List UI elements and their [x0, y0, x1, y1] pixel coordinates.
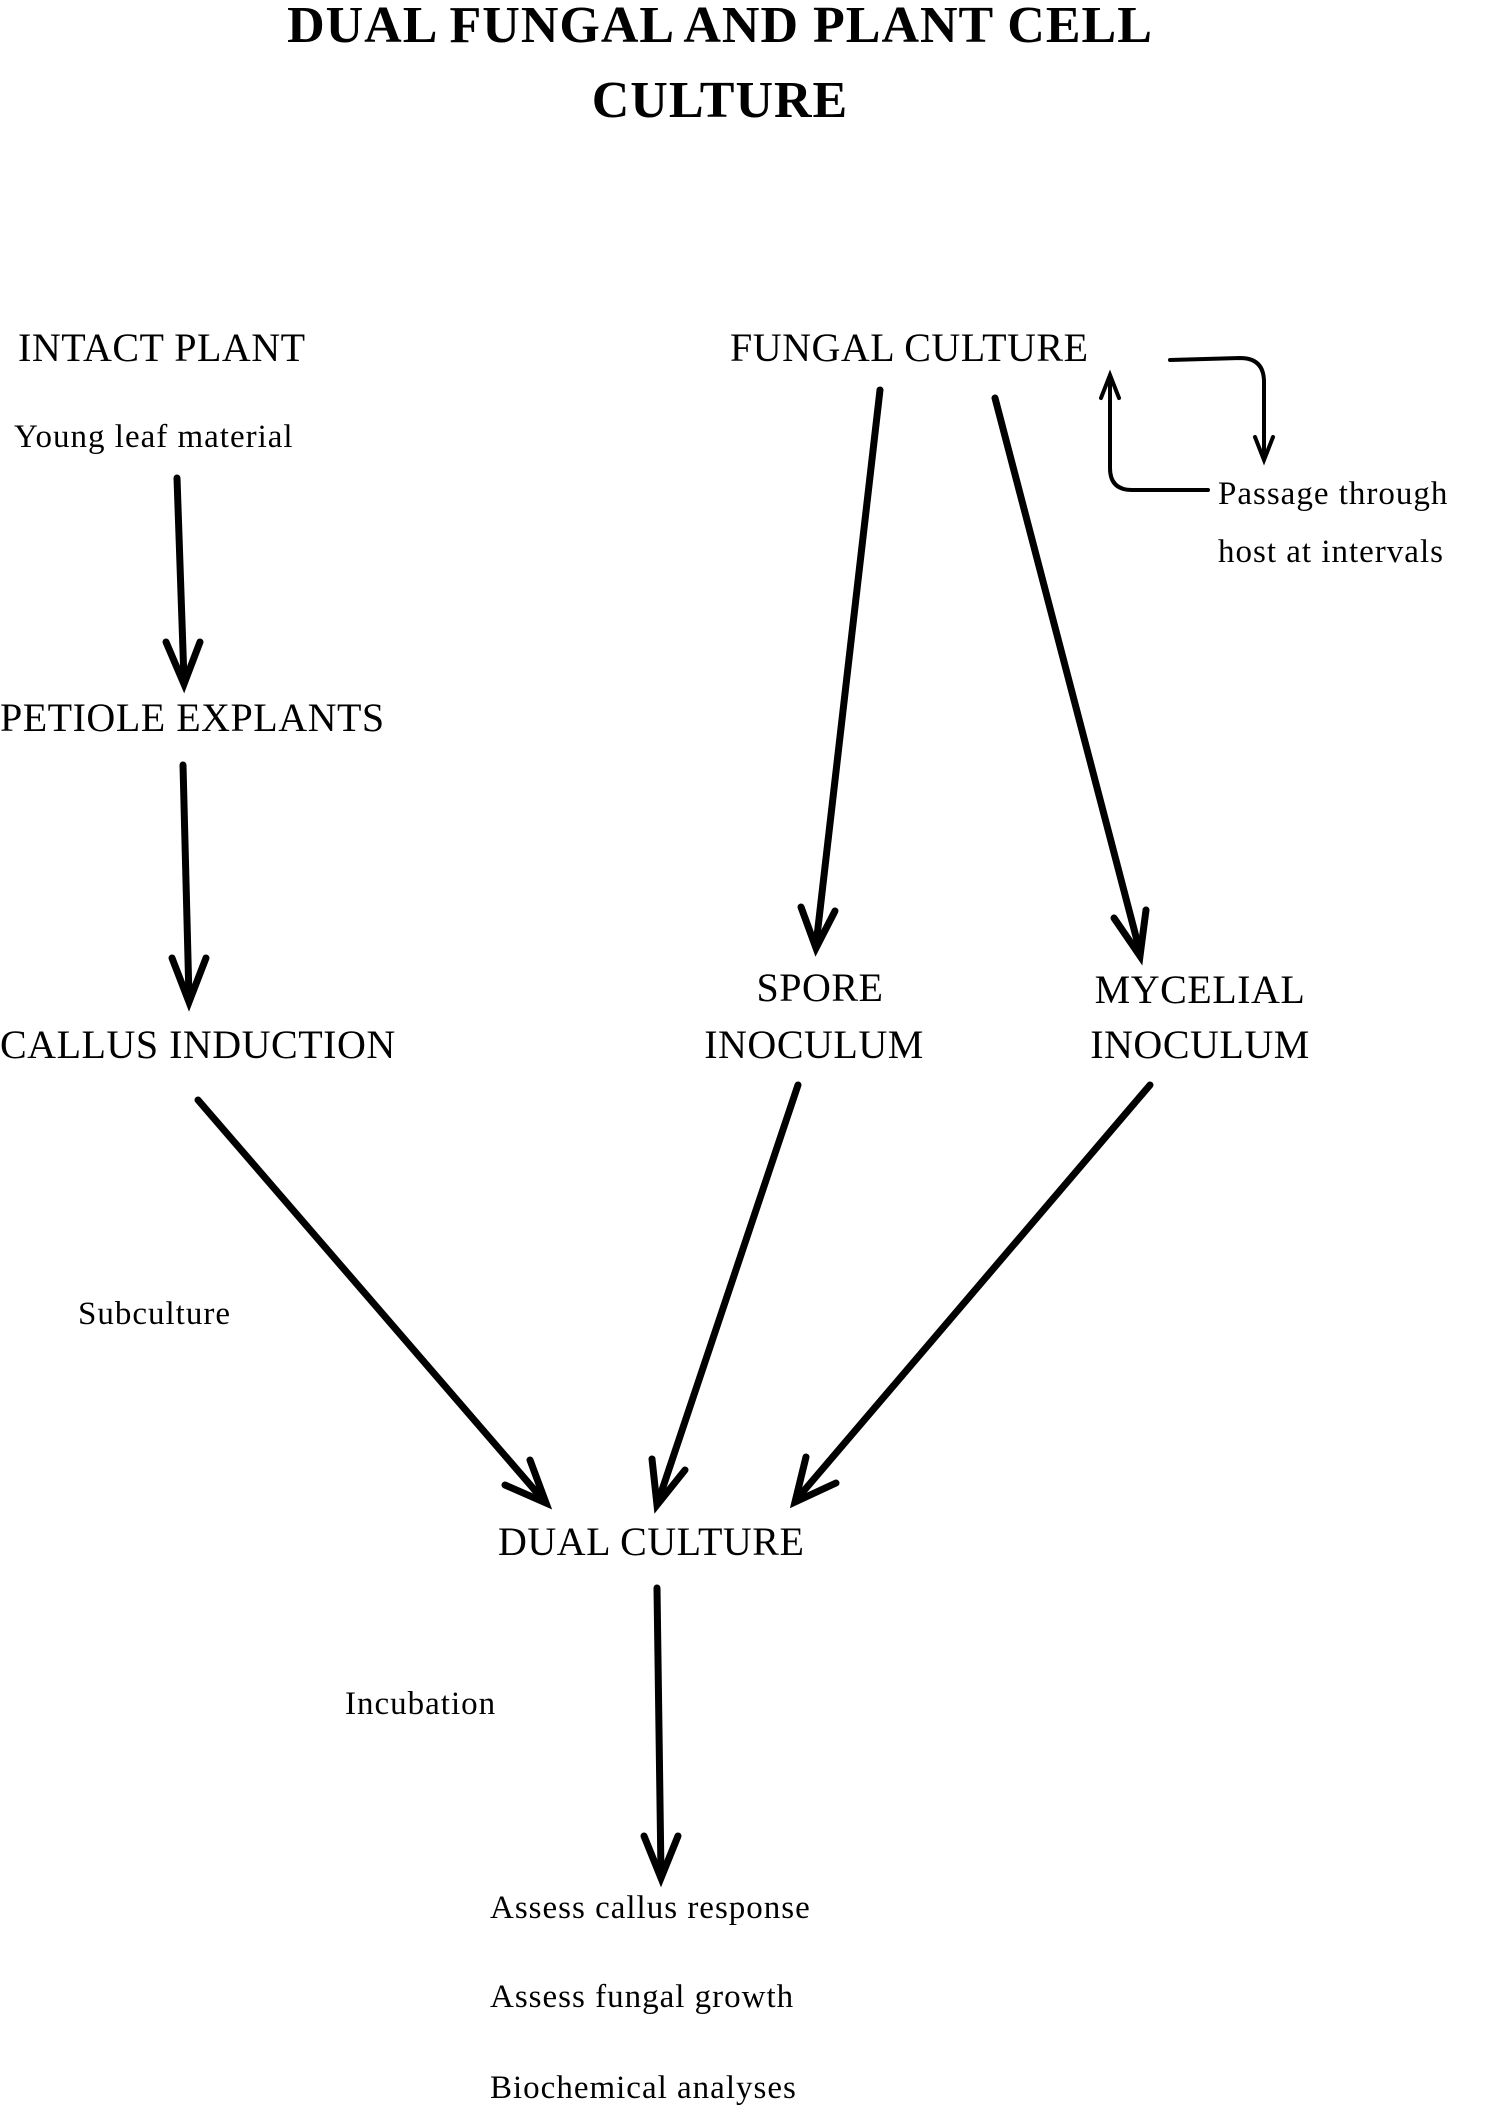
note-passage-through-host-2: host at intervals: [1218, 534, 1444, 570]
arrowhead-fungal-to-mycelial: [1110, 906, 1150, 966]
node-mycelial-inoculum-line-1: MYCELIAL: [1094, 967, 1306, 1012]
diagram-title-line-1: DUAL FUNGAL AND PLANT CELL: [287, 0, 1153, 54]
note-biochemical-analyses: Biochemical analyses: [490, 2070, 797, 2106]
arrow-fungal-to-mycelial: [991, 394, 1144, 956]
node-dual-culture: DUAL CULTURE: [498, 1519, 805, 1564]
loop-arrowhead-up: [1099, 369, 1121, 400]
arrow-callus-to-dual: [194, 1096, 549, 1506]
loop-passage-out: [1168, 355, 1266, 457]
note-subculture: Subculture: [78, 1296, 231, 1332]
note-incubation: Incubation: [345, 1686, 497, 1722]
node-fungal-culture: FUNGAL CULTURE: [730, 325, 1089, 370]
arrowhead-leaf-to-petiole: [162, 638, 204, 694]
loop-arrowhead-down: [1253, 435, 1275, 466]
node-mycelial-inoculum-line-2: INOCULUM: [1090, 1022, 1310, 1067]
note-assess-callus-response: Assess callus response: [490, 1890, 811, 1926]
arrow-dual-to-outcomes: [653, 1584, 665, 1878]
arrow-petiole-to-callus: [179, 761, 193, 1002]
arrowhead-dual-to-outcomes: [640, 1832, 682, 1888]
node-spore-inoculum-line-2: INOCULUM: [704, 1022, 924, 1067]
arrow-spore-to-dual: [654, 1081, 802, 1506]
note-young-leaf-material: Young leaf material: [14, 419, 294, 455]
arrowhead-mycelial-to-dual: [789, 1453, 840, 1509]
node-petiole-explants: PETIOLE EXPLANTS: [0, 695, 385, 740]
arrowhead-callus-to-dual: [501, 1456, 553, 1510]
node-intact-plant: INTACT PLANT: [18, 325, 306, 370]
arrow-fungal-to-spore: [812, 386, 884, 949]
loop-passage-back: [1108, 378, 1210, 492]
note-passage-through-host-1: Passage through: [1218, 476, 1449, 512]
arrowhead-spore-to-dual: [648, 1455, 689, 1514]
note-assess-fungal-growth: Assess fungal growth: [490, 1979, 795, 2015]
node-callus-induction: CALLUS INDUCTION: [0, 1022, 396, 1067]
arrowhead-fungal-to-spore: [797, 903, 839, 957]
diagram-title-line-2: CULTURE: [591, 72, 849, 129]
arrow-mycelial-to-dual: [792, 1081, 1154, 1504]
node-spore-inoculum-line-1: SPORE: [756, 965, 884, 1010]
arrowhead-petiole-to-callus: [168, 954, 210, 1012]
arrow-leaf-to-petiole: [173, 474, 188, 684]
